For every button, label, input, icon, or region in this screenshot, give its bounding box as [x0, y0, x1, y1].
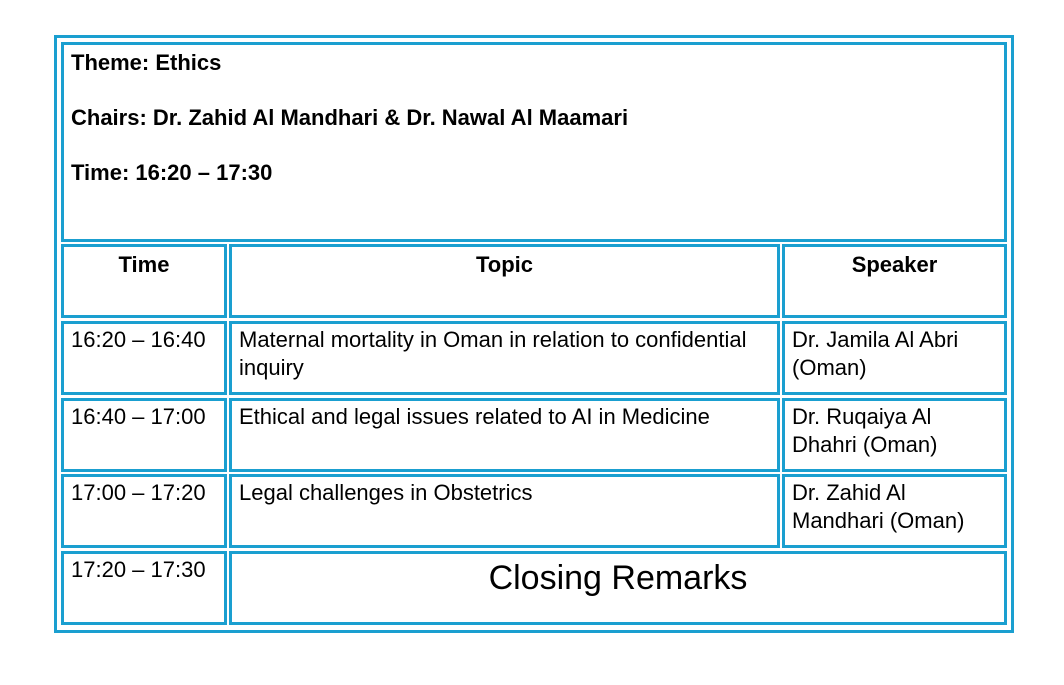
row-3-time: 17:00 – 17:20: [61, 474, 227, 548]
row-1-topic: Maternal mortality in Oman in relation t…: [229, 321, 780, 395]
column-header-speaker: Speaker: [782, 244, 1007, 318]
row-2-topic: Ethical and legal issues related to AI i…: [229, 398, 780, 472]
row-1-speaker: Dr. Jamila Al Abri (Oman): [782, 321, 1007, 395]
session-time: Time: 16:20 – 17:30: [71, 160, 273, 185]
session-theme: Theme: Ethics: [71, 50, 222, 75]
column-header-time: Time: [61, 244, 227, 318]
closing-time: 17:20 – 17:30: [61, 551, 227, 625]
session-chairs: Chairs: Dr. Zahid Al Mandhari & Dr. Nawa…: [71, 105, 629, 130]
row-2-time: 16:40 – 17:00: [61, 398, 227, 472]
row-1-time: 16:20 – 16:40: [61, 321, 227, 395]
row-3-speaker: Dr. Zahid Al Mandhari (Oman): [782, 474, 1007, 548]
row-2-speaker: Dr. Ruqaiya Al Dhahri (Oman): [782, 398, 1007, 472]
session-info: Theme: Ethics Chairs: Dr. Zahid Al Mandh…: [61, 42, 1007, 242]
column-header-topic: Topic: [229, 244, 780, 318]
closing-remarks: Closing Remarks: [229, 551, 1007, 625]
program-table: Theme: Ethics Chairs: Dr. Zahid Al Mandh…: [54, 35, 1014, 633]
row-3-topic: Legal challenges in Obstetrics: [229, 474, 780, 548]
